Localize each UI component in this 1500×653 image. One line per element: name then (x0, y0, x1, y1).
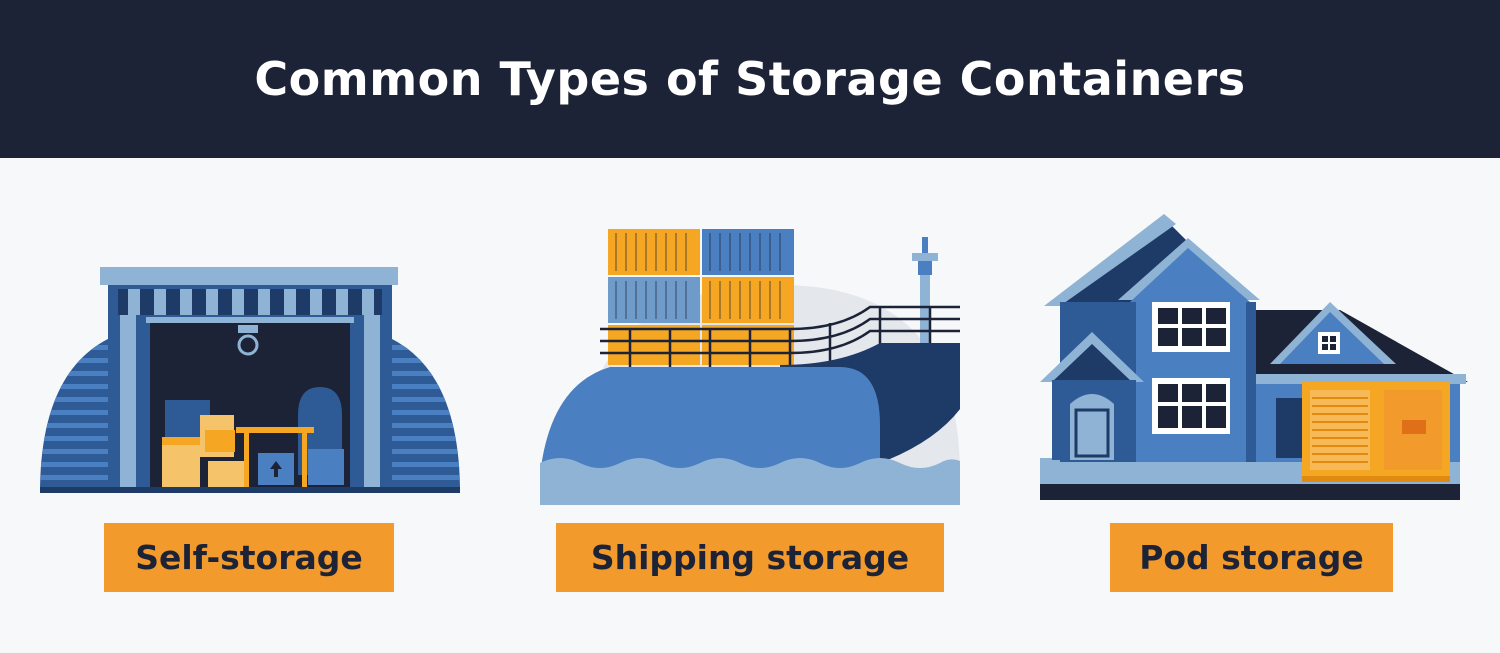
house-with-pod-icon (1040, 214, 1468, 500)
label-pod-storage-text: Pod storage (1139, 538, 1364, 577)
label-self-storage-text: Self-storage (135, 538, 363, 577)
header-banner: Common Types of Storage Containers (0, 0, 1500, 158)
container-ship-icon (540, 229, 960, 505)
label-shipping-storage: Shipping storage (556, 523, 944, 592)
storage-unit-icon (40, 267, 460, 493)
label-shipping-storage-text: Shipping storage (590, 538, 910, 577)
label-self-storage: Self-storage (104, 523, 394, 592)
page-title: Common Types of Storage Containers (254, 52, 1246, 106)
label-pod-storage: Pod storage (1110, 523, 1393, 592)
